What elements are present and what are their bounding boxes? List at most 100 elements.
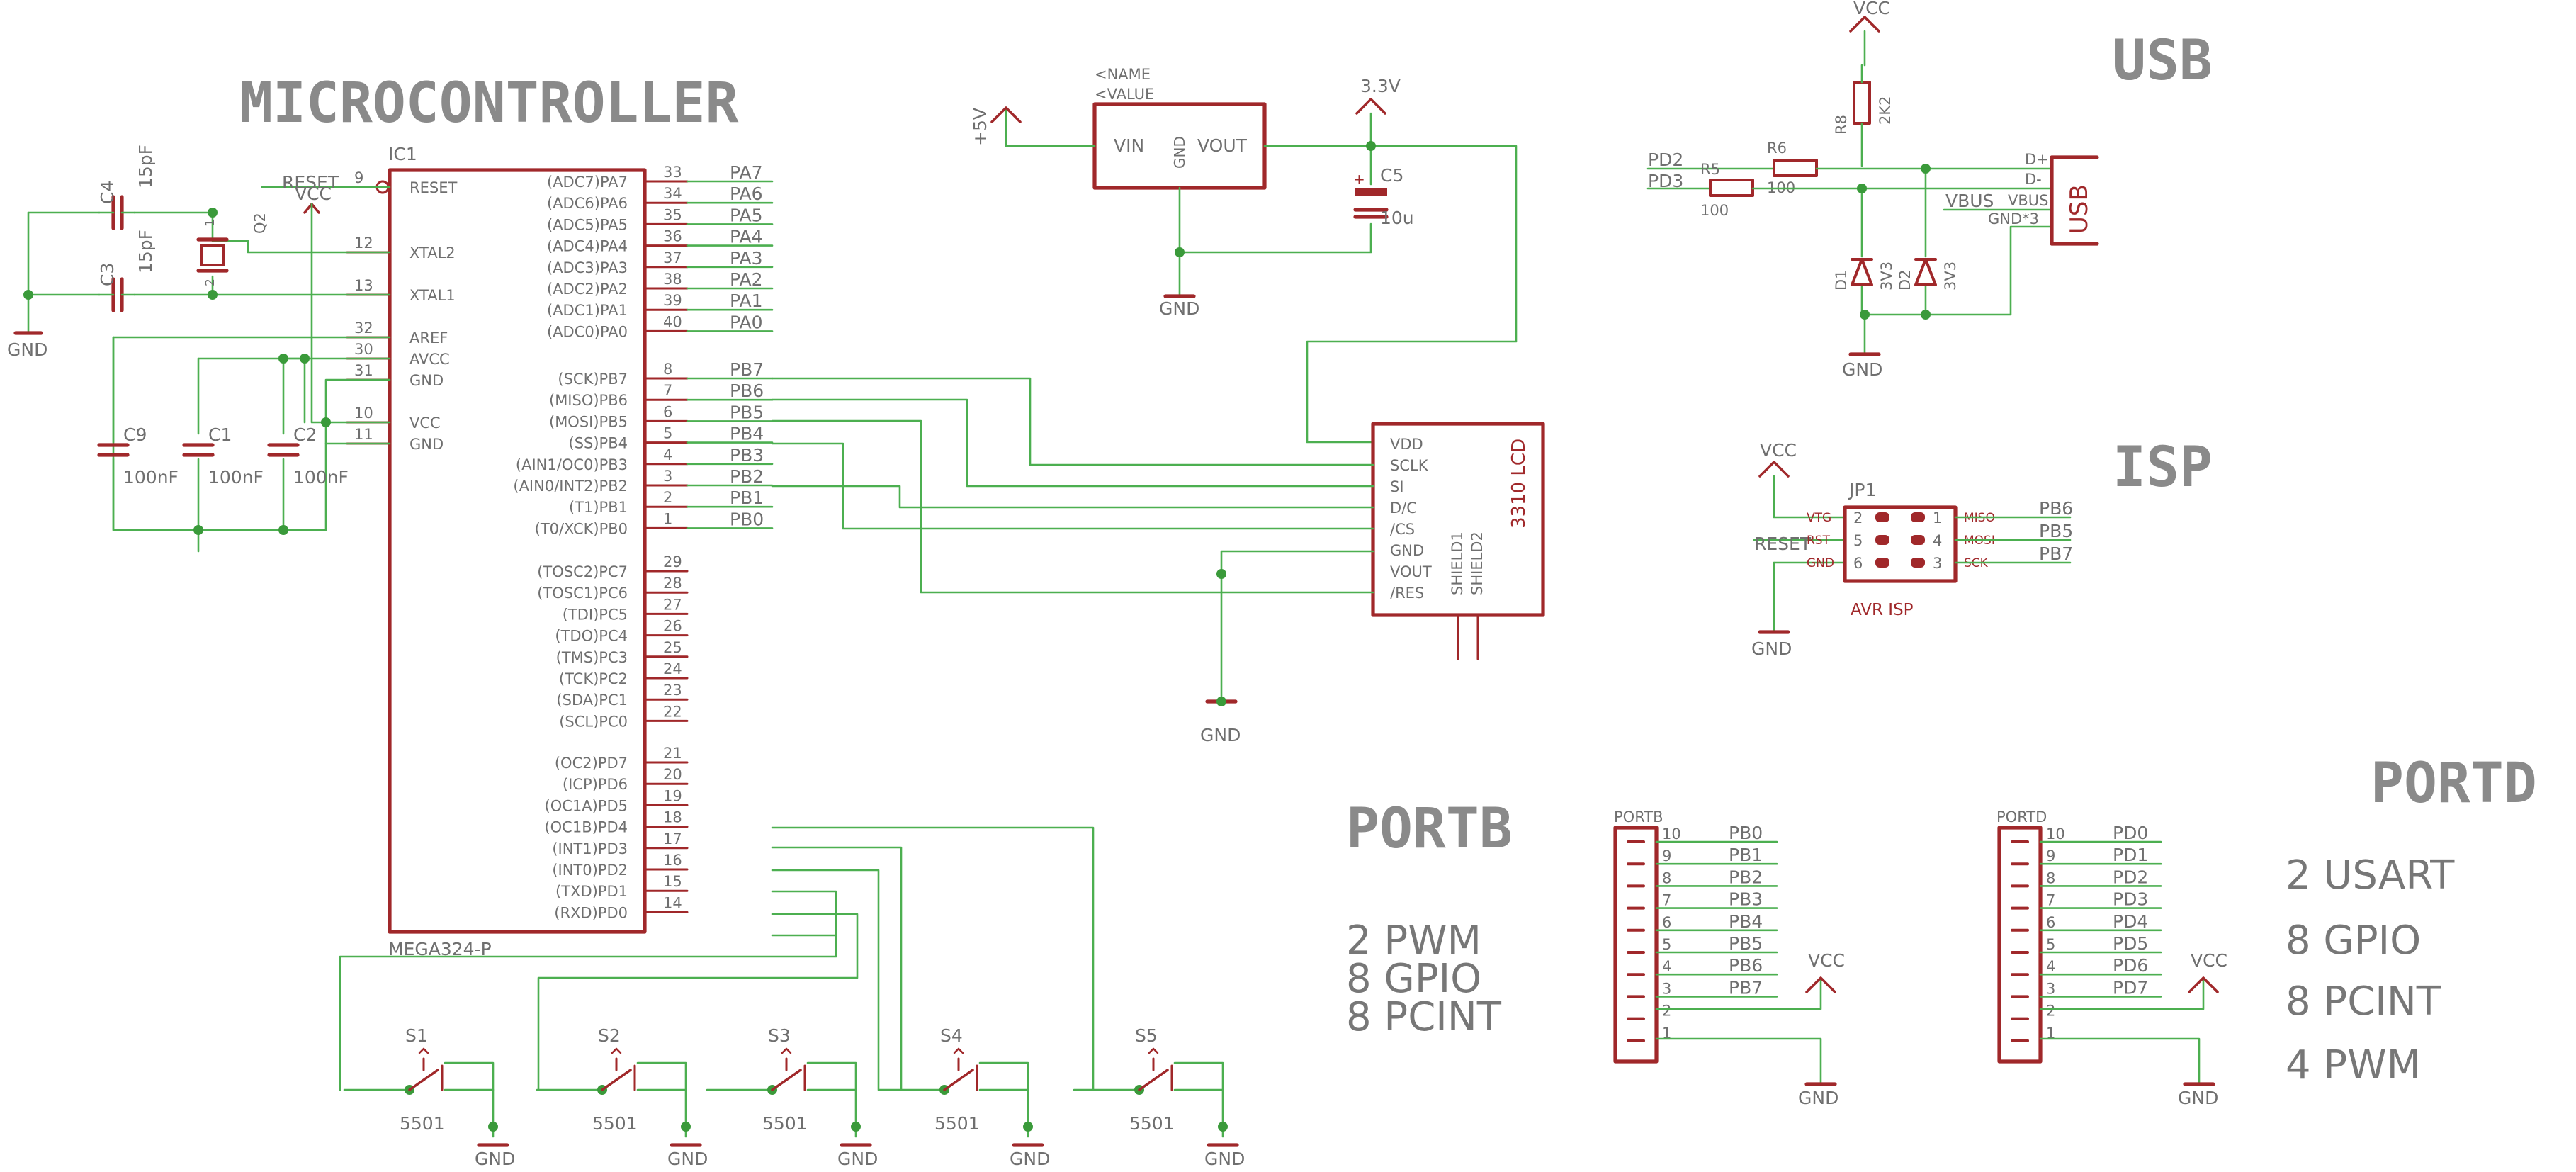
portd-vcc: VCC xyxy=(2191,950,2227,971)
ic1-pin-name: GND xyxy=(409,372,444,389)
portb-pin-num: 1 xyxy=(1662,1025,1671,1042)
isp-right-num: 1 xyxy=(1933,509,1942,526)
pd-switch-wires xyxy=(339,826,1095,1091)
c5-ref: C5 xyxy=(1380,165,1403,186)
ic1-pin-name: (TCK)PC2 xyxy=(559,670,628,687)
ic1-pin-num: 20 xyxy=(663,766,682,783)
regulator-vout: VOUT xyxy=(1197,135,1248,156)
title-isp: ISP xyxy=(2113,436,2213,500)
diode-d1: D1 3V3 xyxy=(1833,258,1895,291)
regulator-gnd: GND xyxy=(1171,136,1188,169)
ic1-net-label: PB2 xyxy=(730,466,764,487)
ic1-pin-name: (TXD)PD1 xyxy=(555,883,628,900)
ic1-pin-num: 10 xyxy=(354,405,373,422)
ic1-pin-name: (RXD)PD0 xyxy=(554,904,628,921)
isp-header xyxy=(1843,505,1958,583)
regulator-value: <VALUE xyxy=(1095,86,1154,103)
ic1-pin-num: 18 xyxy=(663,809,682,826)
portd-gnd: GND xyxy=(2178,1088,2218,1108)
portd-pin-num: 4 xyxy=(2046,958,2055,975)
switch-ref: S1 xyxy=(405,1025,428,1046)
switch-part: 5501 xyxy=(400,1113,445,1134)
portb-pin-num: 2 xyxy=(1662,1003,1671,1020)
regulator: <NAME <VALUE VIN VOUT GND +5V GND 3.3V +… xyxy=(970,66,1518,444)
c2-val: 100nF xyxy=(293,467,349,488)
crystal-ref: Q2 xyxy=(252,213,269,234)
switch-gnd: GND xyxy=(667,1149,708,1169)
isp-vcc-label: VCC xyxy=(1760,440,1797,461)
portb-net: PB0 xyxy=(1729,823,1763,843)
switch-ref: S3 xyxy=(768,1025,791,1046)
usb-connector-label: USB xyxy=(2065,184,2094,234)
ic1-pin-name: (SDA)PC1 xyxy=(556,692,628,709)
lcd-name: 3310 LCD xyxy=(1508,439,1530,529)
portb-net: PB3 xyxy=(1729,889,1763,910)
lcd-shield1: SHIELD1 xyxy=(1449,531,1466,595)
c3-val: 15pF xyxy=(135,230,156,274)
ic1-pin-num: 13 xyxy=(354,277,373,294)
portb-body xyxy=(1613,826,1659,1064)
ic1-body xyxy=(388,168,647,934)
d2-ref: D2 xyxy=(1897,269,1914,291)
lcd-pin: SCLK xyxy=(1390,457,1429,474)
ic1-pin-name: (OC2)PD7 xyxy=(555,755,628,772)
ic1-pin-num: 14 xyxy=(663,894,682,911)
r6 xyxy=(1773,159,1818,177)
regulator-vin: VIN xyxy=(1114,135,1144,156)
isp-right-num: 4 xyxy=(1933,532,1942,549)
ic1-pin-num: 21 xyxy=(663,745,682,762)
portd-ref: PORTD xyxy=(1996,808,2047,826)
diode-d2: D2 3V3 xyxy=(1897,258,1959,291)
ic1-net-label: PB7 xyxy=(730,359,764,380)
portd-pin-num: 2 xyxy=(2046,1003,2055,1020)
ic1-pin-name: (ADC4)PA4 xyxy=(547,238,628,255)
ic1-pin-num: 7 xyxy=(663,382,672,399)
ic1-pin-name: (T1)PB1 xyxy=(569,499,628,516)
ic1-pin-name: (TDI)PC5 xyxy=(563,606,628,623)
ic1-net-label: PA2 xyxy=(730,269,762,290)
ic1-net-label: PB4 xyxy=(730,424,764,444)
title-portb: PORTB xyxy=(1346,797,1513,861)
ic1-pin-name: (MISO)PB6 xyxy=(549,392,628,409)
r5 xyxy=(1709,179,1754,197)
ic1-pin-name: (INT0)PD2 xyxy=(552,862,628,879)
switch-gnd: GND xyxy=(837,1149,878,1169)
ic1-pin-num: 6 xyxy=(663,403,672,420)
ic1-net-label: PA1 xyxy=(730,291,762,311)
ic1-pin-name: (TMS)PC3 xyxy=(556,649,628,666)
lcd-pin: /RES xyxy=(1390,585,1424,602)
d2-val: 3V3 xyxy=(1942,261,1959,291)
lcd-pin: SI xyxy=(1390,478,1404,495)
ic1-pin-name: (ADC3)PA3 xyxy=(547,259,628,276)
cap-c3: C3 15pF xyxy=(97,230,156,312)
portb-gnd: GND xyxy=(1798,1088,1838,1108)
ic1-pin-name: (TOSC2)PC7 xyxy=(537,563,628,580)
ic1-pin-num: 4 xyxy=(663,446,672,463)
ic1-net-label: PA3 xyxy=(730,248,762,269)
ic1-net-label: PA5 xyxy=(730,205,762,225)
portd-pin-num: 10 xyxy=(2046,826,2065,843)
ic1-net-label: PB5 xyxy=(730,402,764,422)
ic1-pin-num: 22 xyxy=(663,703,682,720)
isp-reset: RESET xyxy=(1754,534,1812,554)
ic1-pin-name: (ADC7)PA7 xyxy=(547,174,628,191)
ic1-pin-num: 3 xyxy=(663,468,672,485)
ic1-pin-name: (INT1)PD3 xyxy=(552,840,628,857)
ic1-ref: IC1 xyxy=(388,144,417,164)
isp-left-label: GND xyxy=(1807,556,1834,570)
portd-net: PD0 xyxy=(2113,823,2148,843)
lcd-3310: 3310 LCD SHIELD1 SHIELD2 VDDSCLKSID/C/CS… xyxy=(1200,422,1545,745)
portb-feature-pwm: 2 PWM xyxy=(1346,918,1481,964)
cap-c4: C4 15pF xyxy=(97,145,156,230)
portb-net: PB6 xyxy=(1729,955,1763,976)
ic1-pin-num: 32 xyxy=(354,320,373,337)
portd-feature-pwm: 4 PWM xyxy=(2286,1042,2421,1088)
cap-c9: C9 100nF xyxy=(97,424,179,488)
ic1-pin-num: 15 xyxy=(663,873,682,890)
switch-gnd: GND xyxy=(475,1149,515,1169)
ic1-mega324: IC1 MEGA324-P 9RESET12XTAL213XTAL132AREF… xyxy=(346,144,774,959)
